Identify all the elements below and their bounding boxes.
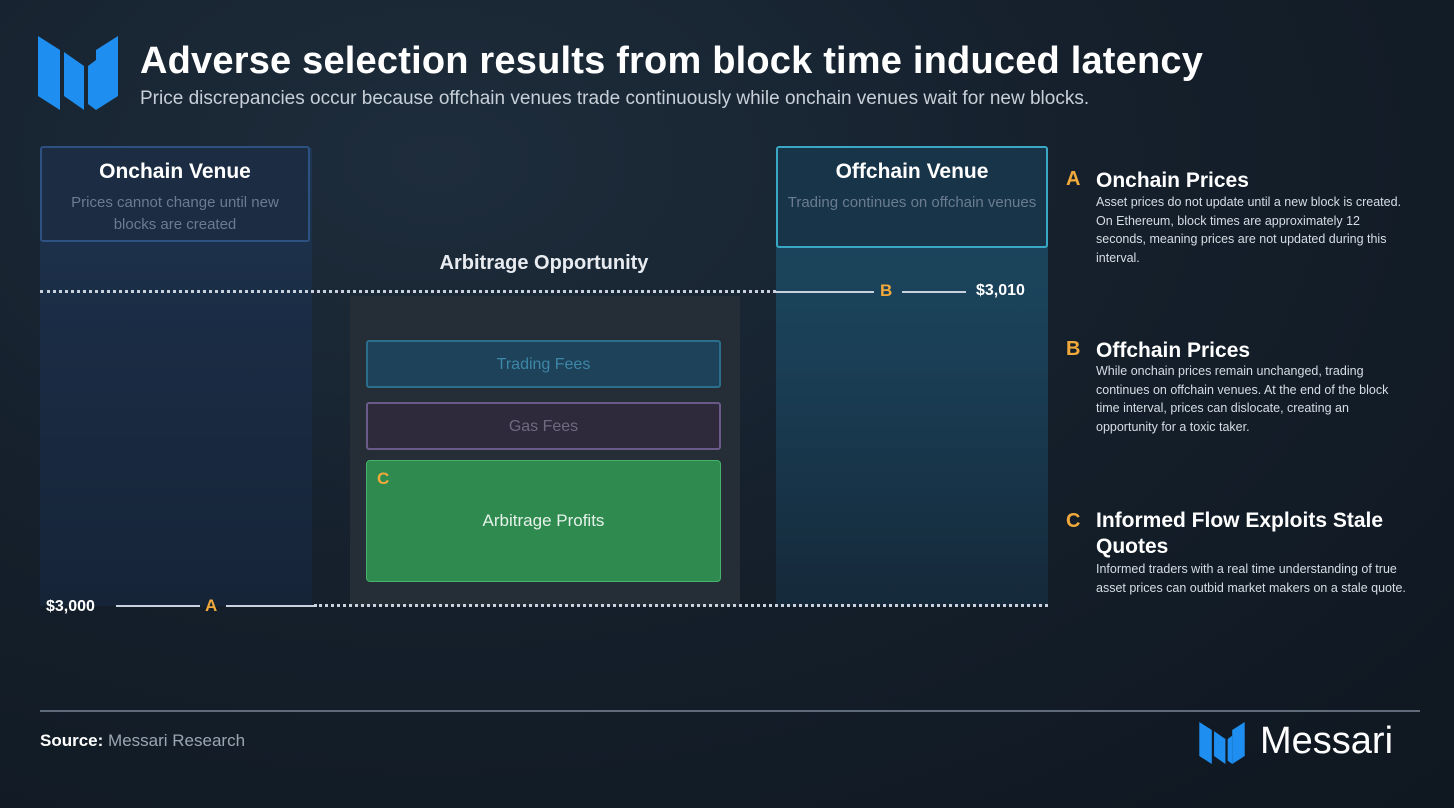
source-label: Source: bbox=[40, 731, 104, 750]
onchain-price-line-left bbox=[116, 605, 200, 607]
offchain-price-dotted-line bbox=[40, 290, 776, 293]
legend-title-a: Onchain Prices bbox=[1096, 169, 1249, 192]
offchain-price-line-left bbox=[776, 291, 874, 293]
onchain-venue-title: Onchain Venue bbox=[99, 160, 251, 183]
messari-logo-icon bbox=[38, 36, 118, 110]
legend-letter-c: C bbox=[1066, 510, 1081, 532]
legend-title-b: Offchain Prices bbox=[1096, 339, 1251, 362]
page-title: Adverse selection results from block tim… bbox=[140, 40, 1204, 82]
price-marker-b: B bbox=[880, 281, 893, 300]
footer-divider bbox=[40, 710, 1420, 712]
source-citation: Source: Messari Research bbox=[40, 731, 245, 751]
legend-body-c: Informed traders with a real time unders… bbox=[1096, 562, 1406, 595]
arbitrage-profits-label: Arbitrage Profits bbox=[482, 511, 605, 530]
offchain-venue-title: Offchain Venue bbox=[835, 160, 989, 183]
legend-item-c: C bbox=[1066, 510, 1080, 533]
legend-title-c: Informed Flow Exploits Stale Quotes bbox=[1096, 509, 1384, 558]
source-value: Messari Research bbox=[108, 731, 246, 750]
offchain-price-value: $3,010 bbox=[976, 282, 1025, 299]
arbitrage-profits-block: C Arbitrage Profits bbox=[366, 460, 721, 582]
offchain-venue-box: Offchain Venue Trading continues on offc… bbox=[776, 146, 1048, 248]
offchain-price-line-right bbox=[902, 291, 966, 293]
trading-fees-block: Trading Fees bbox=[366, 340, 721, 388]
onchain-price-line-right bbox=[226, 605, 314, 607]
onchain-venue-box: Onchain Venue Prices cannot change until… bbox=[40, 146, 310, 242]
legend-letter-b: B bbox=[1066, 338, 1081, 360]
arbitrage-opportunity-title: Arbitrage Opportunity bbox=[439, 252, 649, 274]
onchain-venue-description: Prices cannot change until new blocks ar… bbox=[71, 194, 279, 233]
messari-brand-text: Messari bbox=[1260, 720, 1394, 762]
price-marker-a: A bbox=[205, 596, 218, 615]
onchain-price-dotted-line bbox=[314, 604, 1048, 607]
legend-item-b: B bbox=[1066, 338, 1080, 361]
legend-body-b: While onchain prices remain unchanged, t… bbox=[1096, 364, 1389, 434]
onchain-price-value: $3,000 bbox=[46, 598, 95, 615]
messari-brand: Messari bbox=[1198, 720, 1420, 766]
legend-body-a: Asset prices do not update until a new b… bbox=[1096, 195, 1402, 265]
legend-letter-a: A bbox=[1066, 168, 1081, 190]
offchain-venue-description: Trading continues on offchain venues bbox=[787, 194, 1037, 211]
page-subtitle: Price discrepancies occur because offcha… bbox=[140, 88, 1090, 109]
gas-fees-block: Gas Fees bbox=[366, 402, 721, 450]
profit-marker-c: C bbox=[377, 469, 390, 488]
messari-brand-icon bbox=[1199, 722, 1245, 764]
legend-item-a: A bbox=[1066, 168, 1080, 191]
